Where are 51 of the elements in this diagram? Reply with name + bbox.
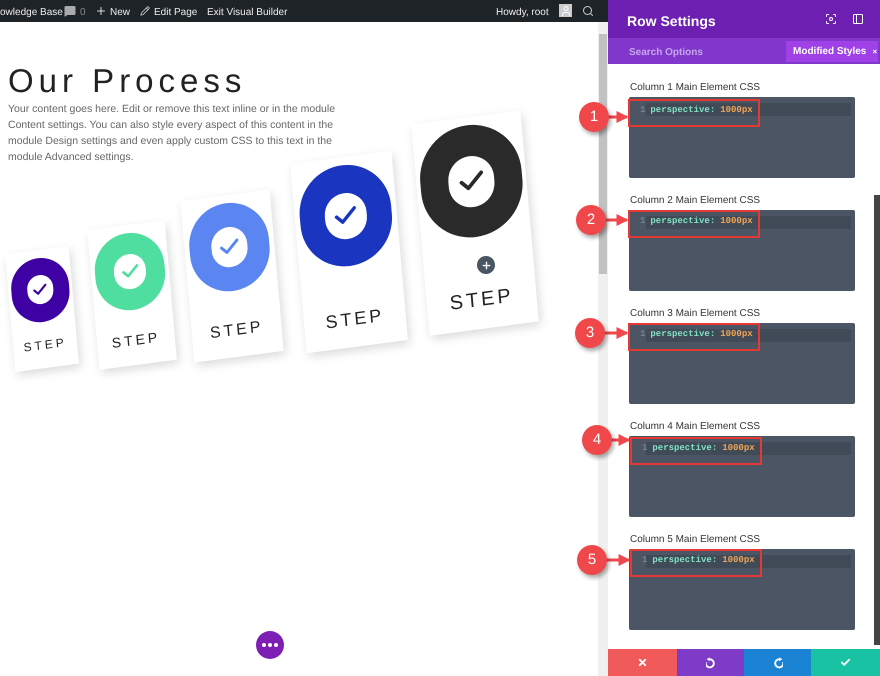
- arrow: [607, 111, 628, 123]
- highlight-box: [628, 323, 760, 351]
- step-label: STEP: [324, 304, 386, 335]
- css-value: 1000px: [720, 328, 753, 341]
- callout-number: 2: [576, 205, 606, 235]
- arrow: [603, 327, 628, 339]
- tab-label: Modified Styles: [793, 45, 866, 59]
- callout-number: 4: [582, 425, 612, 455]
- step-label: STEP: [448, 284, 515, 317]
- field-label: Column 4 Main Element CSS: [630, 420, 760, 434]
- css-value: 1000px: [722, 554, 755, 567]
- menu-link: owledge Base: [0, 6, 63, 20]
- css-property: perspective:: [650, 215, 716, 228]
- callout-number: 3: [575, 318, 605, 348]
- css-value: 1000px: [722, 442, 755, 455]
- highlight-box: [630, 549, 762, 577]
- panel-title: Row Settings: [627, 12, 716, 31]
- css-property: perspective:: [652, 554, 718, 567]
- css-value: 1000px: [720, 104, 753, 117]
- highlight-box: [628, 210, 760, 238]
- menu-link: Exit Visual Builder: [207, 6, 288, 20]
- callout-number: 5: [577, 545, 607, 575]
- line-number: 1: [640, 215, 646, 228]
- page-heading: Our Process: [8, 61, 246, 101]
- field-label: Column 3 Main Element CSS: [630, 307, 760, 321]
- field-label: Column 5 Main Element CSS: [630, 533, 760, 547]
- body-paragraph: Your content goes here. Edit or remove this text inline or in the module Content settings. You can also style every aspect of this content in the module Design settings and even apply custom CSS to this text in the module Advanced settings.: [8, 102, 336, 165]
- greeting-text: Howdy, root: [496, 6, 549, 20]
- step-label: STEP: [22, 334, 68, 357]
- menu-link: Edit Page: [154, 6, 198, 20]
- step-label: STEP: [110, 328, 161, 353]
- line-number: 1: [642, 554, 648, 567]
- menu-link: New: [110, 6, 130, 20]
- css-property: perspective:: [650, 104, 716, 117]
- line-number: 1: [642, 442, 648, 455]
- line-number: 1: [640, 328, 646, 341]
- comment-count: 0: [80, 6, 86, 20]
- highlight-box: [628, 99, 760, 127]
- arrow: [605, 554, 630, 566]
- css-property: perspective:: [652, 442, 718, 455]
- callout-number: 1: [579, 102, 609, 132]
- highlight-box: [630, 437, 762, 465]
- line-number: 1: [640, 104, 646, 117]
- search-field: Search Options: [629, 45, 703, 60]
- arrow: [610, 434, 630, 446]
- css-property: perspective:: [650, 328, 716, 341]
- arrow: [604, 214, 628, 226]
- step-label: STEP: [209, 317, 265, 344]
- css-value: 1000px: [720, 215, 753, 228]
- field-label: Column 2 Main Element CSS: [630, 194, 760, 208]
- field-label: Column 1 Main Element CSS: [630, 81, 760, 95]
